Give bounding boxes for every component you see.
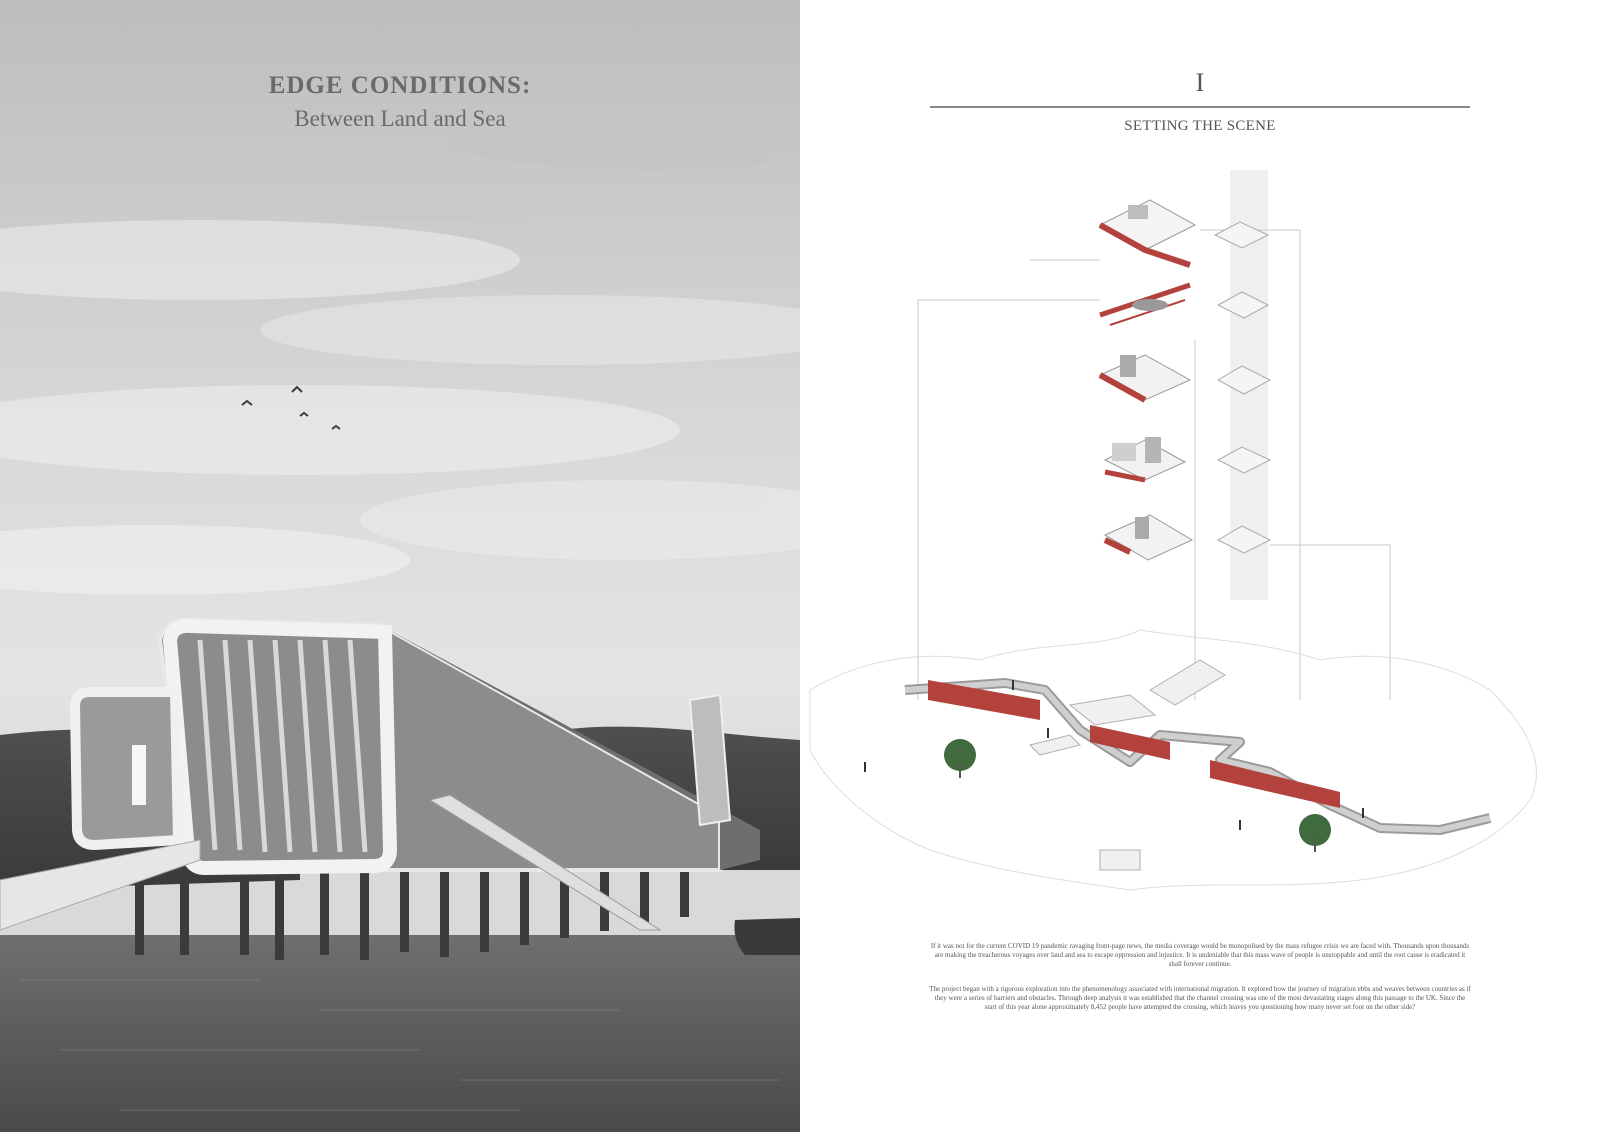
vignette-5 [1103,514,1194,561]
chapter-title: SETTING THE SCENE [1124,118,1276,134]
window [132,745,146,805]
chapter-number: I [1195,68,1205,97]
landing-blocks [1029,659,1226,871]
water-ripples [20,979,780,1111]
sea [0,935,800,1132]
people-figures [864,680,1364,830]
vignette-2 [1099,282,1191,326]
detail-diagrams [1213,221,1272,554]
map-outline [809,629,1537,891]
clouds [0,110,800,595]
vignette-1 [1098,199,1197,268]
cover-title: EDGE CONDITIONS: [268,72,532,99]
cover-title-block: EDGE CONDITIONS: Between Land and Sea [0,72,800,132]
ramp-left [0,839,201,931]
migration-diagram [809,170,1537,891]
ramp-right [428,794,662,931]
trees [944,739,1331,852]
cover-page: EDGE CONDITIONS: Between Land and Sea [0,0,800,1132]
vignette-4 [1103,437,1187,483]
facade-fins [197,639,368,853]
far-tower [688,693,732,827]
intro-paragraph: If it was not for the current COVID 19 p… [930,942,1470,968]
cover-rendering [0,0,800,1132]
birds [241,385,341,430]
boat [734,918,800,955]
chapter-divider [930,106,1470,108]
chapter-page: I SETTING THE SCENE [800,0,1600,1132]
left-pavilion [69,687,184,851]
vignette-3 [1098,354,1192,403]
barrier-walls [928,680,1340,808]
project-paragraph: The project began with a rigorous explor… [929,985,1471,1011]
front-frame [162,618,398,876]
building-roof [380,625,760,870]
cover-subtitle: Between Land and Sea [294,106,506,131]
